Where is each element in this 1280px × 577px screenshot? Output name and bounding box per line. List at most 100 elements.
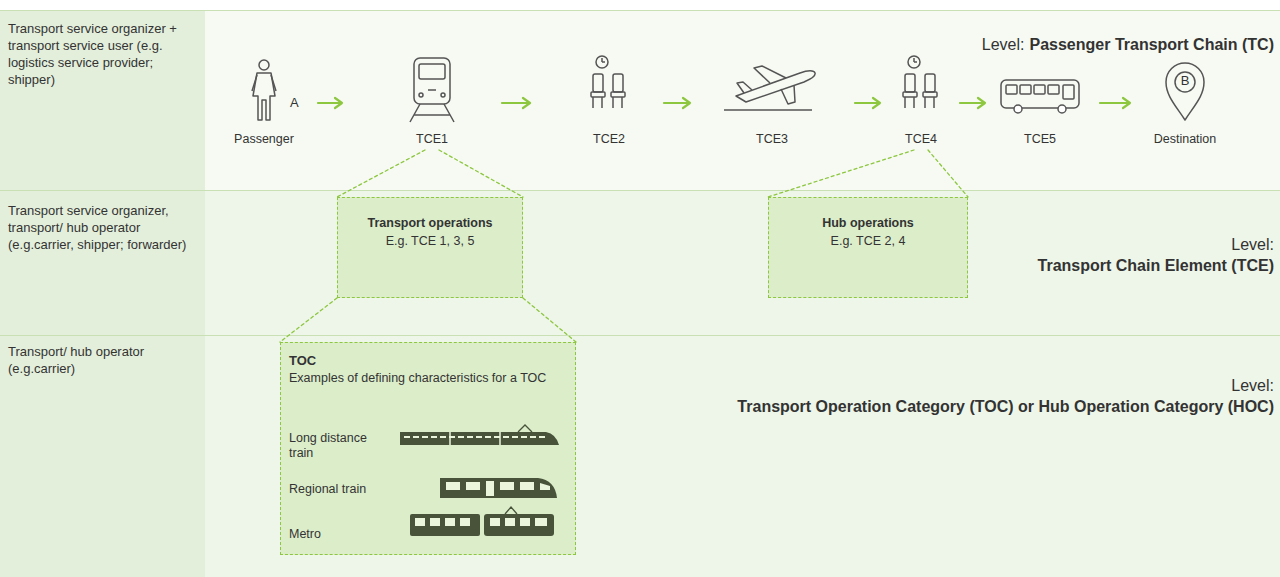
waiting-seats-icon-part [905,74,915,92]
waiting-seats-icon-part [903,92,917,97]
text-holder: B [1165,73,1205,88]
dashed-box: Hub operationsE.g. TCE 2, 4 [768,197,968,298]
dashed-box: TOC Examples of defining characteristics … [280,342,576,555]
train-icon [410,58,454,122]
band-divider [0,11,1280,336]
level-band: Transport service organizer + transport … [0,10,1280,190]
text-holder: Passenger [204,132,324,147]
waiting-seats-icon-part [908,56,920,68]
text-holder: TCE4 [861,132,981,147]
row-label: Transport service organizer + transport … [8,21,177,87]
element-label: TCE4 [905,132,937,146]
chain-element: TCE1 [342,50,502,150]
train-icon-part [414,58,450,104]
row-label: Transport/ hub operator (e.g.carrier) [8,344,144,376]
band-fill [0,10,1280,577]
level-band: Transport/ hub operator (e.g.carrier) Lev… [0,335,1280,577]
level-label: Level: [737,375,1274,396]
element-label: TCE1 [416,132,448,146]
bus-icon-part [1063,85,1074,99]
waiting-seats-icon-part [593,74,603,92]
destination-pin-part [1175,72,1195,92]
flow-arrow [855,98,880,108]
band-divider-part [0,335,1280,336]
text-holder: Level:Transport Chain Element (TCE) [1038,234,1274,276]
waiting-seats-icon-part [613,97,622,108]
chain-element: TCE4 [880,50,960,150]
flow-arrow [1100,98,1130,108]
plane-icon [724,66,815,110]
destination-pin-part [1166,63,1204,120]
chain-element: TCE5 [985,50,1100,150]
dashed-box: Transport operationsE.g. TCE 1, 3, 5 [337,197,523,298]
text-holder: Transport service organizer + transport … [8,20,193,88]
text-holder: TCE5 [980,132,1100,147]
flow-arrow [502,98,530,108]
element-label: Passenger [234,132,294,146]
text-holder: Destination [1125,132,1245,147]
level-name: Transport Operation Category (TOC) or Hu… [737,396,1274,417]
bus-icon-part [1034,85,1045,94]
train-icon-part [441,93,445,97]
text-holder: TCE3 [712,132,832,147]
box-text: E.g. TCE 1, 3, 5 [386,234,475,248]
level-label: Level: [982,36,1025,53]
category-label: Long distance train [289,431,367,460]
box-heading: TOC [289,353,316,368]
box-text: Examples of defining characteristics for… [289,371,546,385]
waiting-seats-icon-part [925,97,934,108]
text-holder: A [290,95,299,110]
box-text: E.g. TCE 2, 4 [831,234,906,248]
pin-letter: B [1181,73,1190,88]
element-label: TCE3 [756,132,788,146]
text-holder: Metro [289,527,321,541]
level-label: Level: [1038,234,1274,255]
chain-element: Passenger [230,50,318,150]
row-label: Transport service organizer, transport/ … [8,203,186,252]
band-fill-part [0,10,205,577]
text-holder: Regional train [289,482,366,496]
text-holder: TOC [289,353,316,368]
bus-icon-part [1048,85,1059,94]
bus-icon-part [1006,85,1017,94]
plane-icon-part [724,109,812,111]
chain-element: TCE2 [530,50,664,150]
train-icon-part [419,93,423,97]
flow-arrow [664,98,690,108]
waiting-seats-icon [591,56,625,108]
passenger-icon-part [259,60,269,70]
text-holder: Transport/ hub operator (e.g.carrier) [8,343,193,377]
flow-arrow [960,98,985,108]
zoom-lines [280,298,576,342]
zoom-lines [768,150,968,197]
band-divider-part [0,190,1280,191]
flow-arrow [318,98,342,108]
level-name: Passenger Transport Chain (TC) [1030,36,1275,53]
bus-icon [1001,80,1079,113]
text-holder: E.g. TCE 2, 4 [769,233,967,249]
waiting-seats-icon-part [905,97,914,108]
text-holder: TCE1 [372,132,492,147]
text-holder: Transport operations [338,215,522,231]
category-label: Metro [289,527,321,541]
text-holder: Level:Transport Operation Category (TOC)… [737,375,1274,417]
waiting-seats-icon-part [611,92,625,97]
element-label: Destination [1154,132,1217,146]
waiting-seats-icon [903,56,937,108]
passenger-icon-part [252,75,276,91]
waiting-seats-icon-part [602,58,605,62]
plane-icon-part [754,66,786,83]
category-label: Regional train [289,482,366,496]
passenger-icon [252,60,276,120]
text-holder: Transport service organizer, transport/ … [8,202,193,253]
text-holder: E.g. TCE 1, 3, 5 [338,233,522,249]
band-divider-part [0,10,1280,11]
plane-icon-part [736,71,815,102]
text-holder: Examples of defining characteristics for… [289,370,559,387]
level-name: Transport Chain Element (TCE) [1038,255,1274,276]
box-heading: Transport operations [367,216,492,230]
text-holder: Level: Passenger Transport Chain (TC) [982,34,1274,55]
